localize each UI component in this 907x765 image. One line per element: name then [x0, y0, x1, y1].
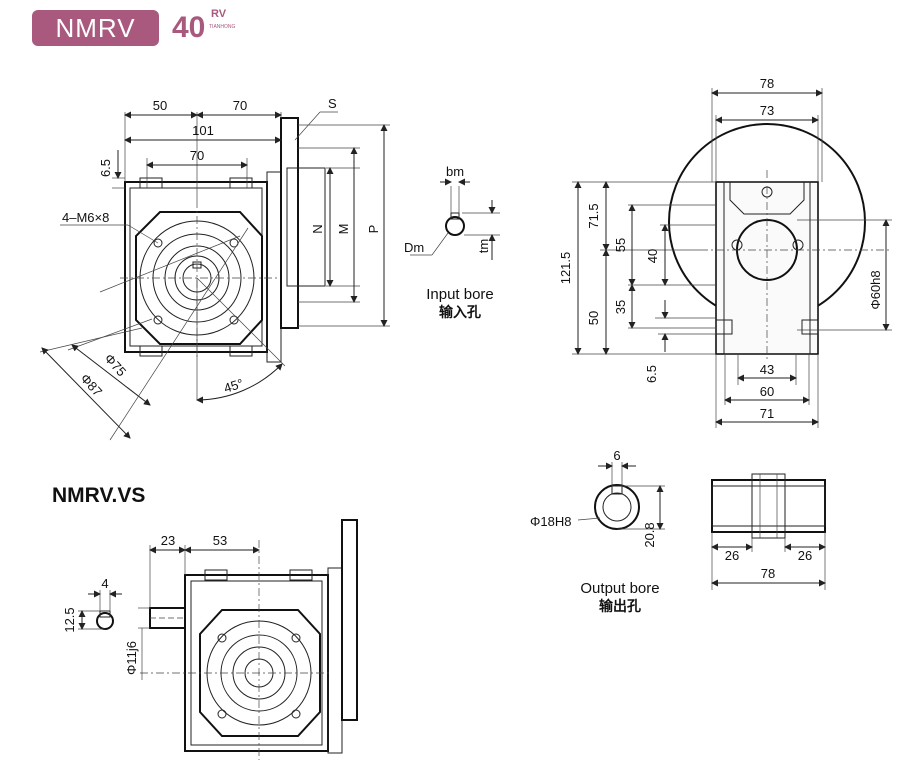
dim-s-label: S: [328, 96, 337, 111]
dim-6-5-side-label: 6.5: [644, 365, 659, 383]
input-bore-caption-cn: 输入孔: [439, 305, 481, 321]
dim-55-label: 55: [613, 238, 628, 252]
dim-50-label: 50: [153, 98, 167, 113]
dim-n-label: N: [310, 224, 325, 233]
vs-title: NMRV.VS: [52, 484, 146, 507]
dim-71-label: 71: [760, 406, 774, 421]
model-suffix: RV: [211, 8, 227, 20]
input-bore-caption: Input bore 输入孔: [410, 286, 510, 322]
dim-40-label: 40: [645, 249, 660, 263]
dim-78-label: 78: [760, 76, 774, 91]
dim-73-label: 73: [760, 103, 774, 118]
output-bore-caption-cn: 输出孔: [599, 599, 641, 615]
vs-view: 23 53 4 12.5 Φ11j6: [62, 519, 358, 760]
holes-label: 4–M6×8: [62, 210, 109, 225]
series-badge: NMRV: [32, 10, 159, 46]
dim-101-label: 101: [192, 123, 214, 138]
output-bore-caption-en: Output bore: [580, 580, 660, 597]
dim-121-5-label: 121.5: [558, 252, 573, 285]
output-bore-20-8-label: 20.8: [642, 522, 657, 547]
output-bore-6-label: 6: [613, 448, 620, 463]
dim-60-label: 60: [760, 384, 774, 399]
brand-logo-text: TIANHONG: [209, 24, 236, 30]
output-bore-drawing: 6 Φ18H8 20.8: [530, 448, 665, 548]
output-bore-caption: Output bore 输出孔: [565, 580, 675, 616]
dim-43-label: 43: [760, 362, 774, 377]
output-bore-phi18h8-label: Φ18H8: [530, 514, 571, 529]
side-view: 78 73 121.5 71.5 55 40 35 50 6.5 43 60 7…: [558, 76, 892, 428]
vs-dim-53-label: 53: [213, 533, 227, 548]
dim-m-label: M: [336, 224, 351, 235]
shaft-78-label: 78: [761, 566, 775, 581]
dim-70-label: 70: [190, 148, 204, 163]
input-bore-drawing: bm Dm tm: [404, 164, 500, 260]
vs-dim-phi11j6-label: Φ11j6: [124, 641, 139, 675]
dim-71-5-label: 71.5: [586, 203, 601, 228]
vs-dim-4-label: 4: [101, 576, 108, 591]
dim-6-5-label: 6.5: [98, 159, 113, 177]
dim-50-side-label: 50: [586, 311, 601, 325]
dim-phi60h8-label: Φ60h8: [868, 270, 883, 309]
model-number: 40: [172, 11, 206, 44]
vs-dim-23-label: 23: [161, 533, 175, 548]
input-bore-dm-label: Dm: [404, 240, 424, 255]
shaft-26-left-label: 26: [725, 548, 739, 563]
input-bore-caption-en: Input bore: [426, 286, 494, 303]
dim-phi87-label: Φ87: [77, 371, 105, 399]
input-bore-bm-label: bm: [446, 164, 464, 179]
dim-p-label: P: [366, 225, 381, 234]
dim-phi75-label: Φ75: [101, 351, 129, 379]
dim-70-top-label: 70: [233, 98, 247, 113]
front-view: 50 70 101 70 6.5 4–M6×8 N M P S Φ75 Φ87 …: [39, 96, 390, 441]
input-bore-tm-label: tm: [476, 239, 491, 253]
shaft-26-right-label: 26: [798, 548, 812, 563]
hollow-shaft-section: 26 26 78: [711, 473, 826, 590]
dim-angle-label: 45°: [222, 376, 245, 396]
dim-35-label: 35: [613, 300, 628, 314]
vs-dim-12-5-label: 12.5: [62, 607, 77, 632]
